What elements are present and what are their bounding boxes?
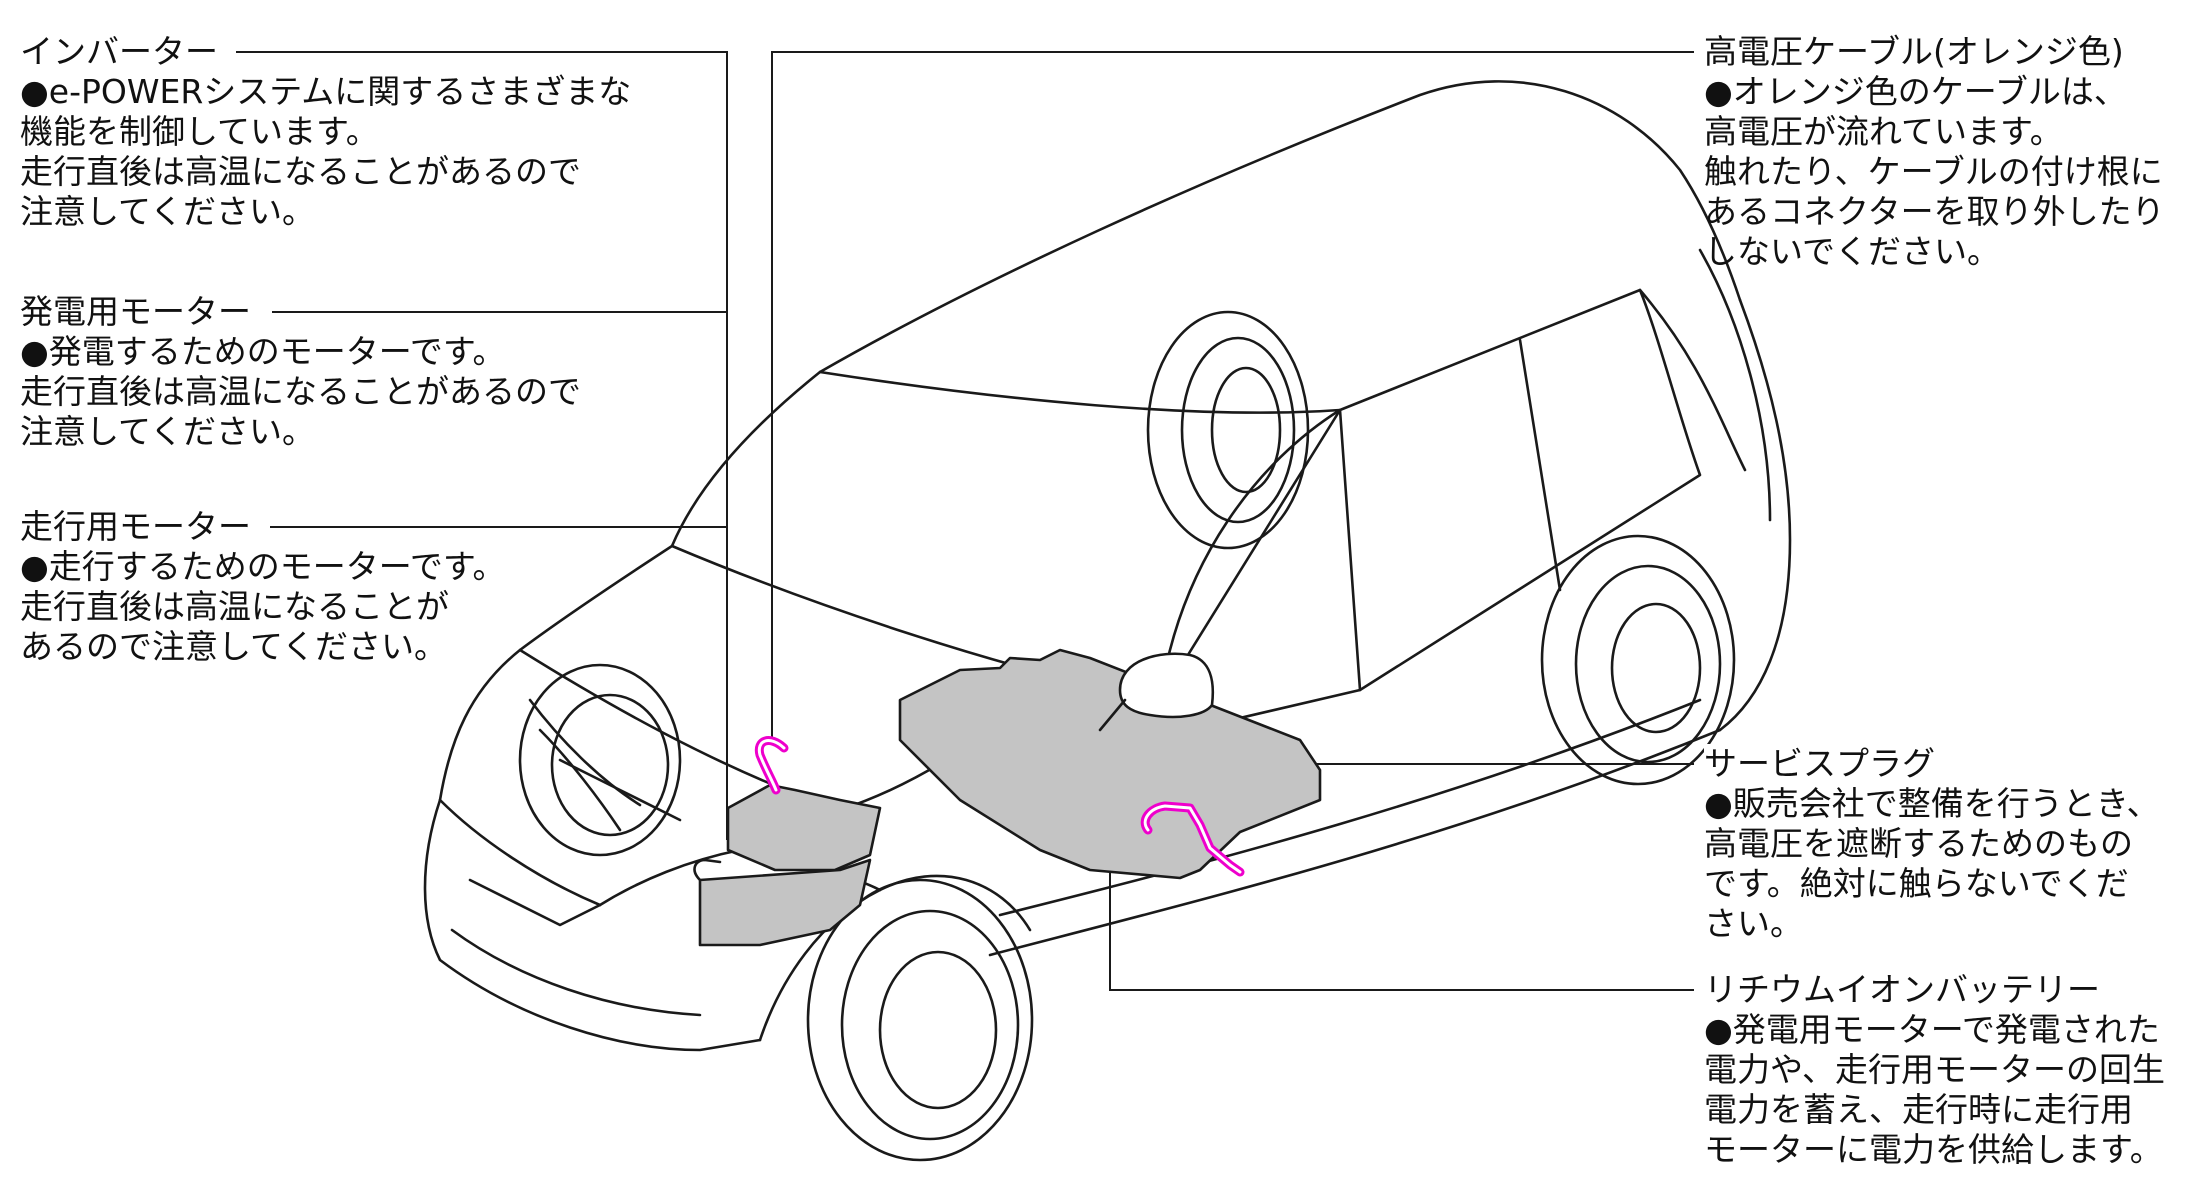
label-drive-motor-line: ●走行するためのモーターです。 [20,547,506,586]
label-hv-cable-line: しないでください。 [1704,232,2001,271]
leader-hv-cable [771,51,1694,738]
label-generator-motor-title: 発電用モーター [20,292,257,332]
label-inverter-line: 注意してください。 [20,192,316,231]
rear-wheel [1540,534,1736,786]
front-far-wheel [518,663,682,857]
label-hv-cable-line: 触れたり、ケーブルの付け根に [1704,152,2163,191]
label-generator-motor-line: 注意してください。 [20,412,316,451]
label-inverter-line: ●e-POWERシステムに関するさまざまな [20,72,632,111]
label-hv-cable-line: ●オレンジ色のケーブルは、 [1704,72,2127,111]
label-generator-motor-line: 走行直後は高温になることがあるので [20,372,581,411]
label-drive-motor-line: 走行直後は高温になることが [20,587,449,626]
label-battery-title: リチウムイオンバッテリー [1704,970,2106,1010]
label-hv-cable: 高電圧ケーブル(オレンジ色) ●オレンジ色のケーブルは、 高電圧が流れています。… [1704,32,2165,272]
label-battery-line: ●発電用モーターで発電された [1704,1010,2160,1049]
label-drive-motor: 走行用モーター ●走行するためのモーターです。 走行直後は高温になることが ある… [20,507,506,667]
label-battery: リチウムイオンバッテリー ●発電用モーターで発電された 電力や、走行用モーターの… [1704,970,2165,1170]
engine-bay [528,698,882,947]
side-mirror [1098,652,1215,732]
leader-inverter [236,51,728,840]
label-inverter-line: 機能を制御しています。 [20,112,379,151]
label-inverter: インバーター ●e-POWERシステムに関するさまざまな 機能を制御しています。… [20,32,631,232]
label-battery-line: 電力や、走行用モーターの回生 [1704,1050,2166,1089]
label-drive-motor-line: あるので注意してください。 [20,627,448,666]
label-inverter-line: 走行直後は高温になることがあるので [20,152,581,191]
label-hv-cable-line: あるコネクターを取り外したり [1704,192,2165,231]
label-service-plug: サービスプラグ ●販売会社で整備を行うとき、 高電圧を遮断するためのもの です。… [1704,744,2160,944]
label-generator-motor-line: ●発電するためのモーターです。 [20,332,506,371]
rear-far-wheel [1146,310,1310,550]
front-wheel [806,878,1034,1162]
label-inverter-title: インバーター [20,32,224,72]
label-service-plug-title: サービスプラグ [1704,744,1941,784]
label-hv-cable-line: 高電圧が流れています。 [1704,112,2063,151]
inverter-unit [726,783,882,872]
label-generator-motor: 発電用モーター ●発電するためのモーターです。 走行直後は高温になることがあるの… [20,292,581,452]
hv-cables [754,736,1245,877]
label-drive-motor-title: 走行用モーター [20,507,257,547]
label-service-plug-line: ●販売会社で整備を行うとき、 [1704,784,2160,823]
label-hv-cable-title: 高電圧ケーブル(オレンジ色) [1704,32,2130,72]
battery-pack [898,648,1322,880]
label-service-plug-line: です。絶対に触らないでくだ [1704,864,2129,903]
label-service-plug-line: 高電圧を遮断するためのもの [1704,824,2133,863]
motor-unit [698,858,872,947]
label-battery-line: モーターに電力を供給します。 [1704,1130,2163,1169]
label-battery-line: 電力を蓄え、走行時に走行用 [1704,1090,2133,1129]
label-service-plug-line: さい。 [1704,904,1803,943]
